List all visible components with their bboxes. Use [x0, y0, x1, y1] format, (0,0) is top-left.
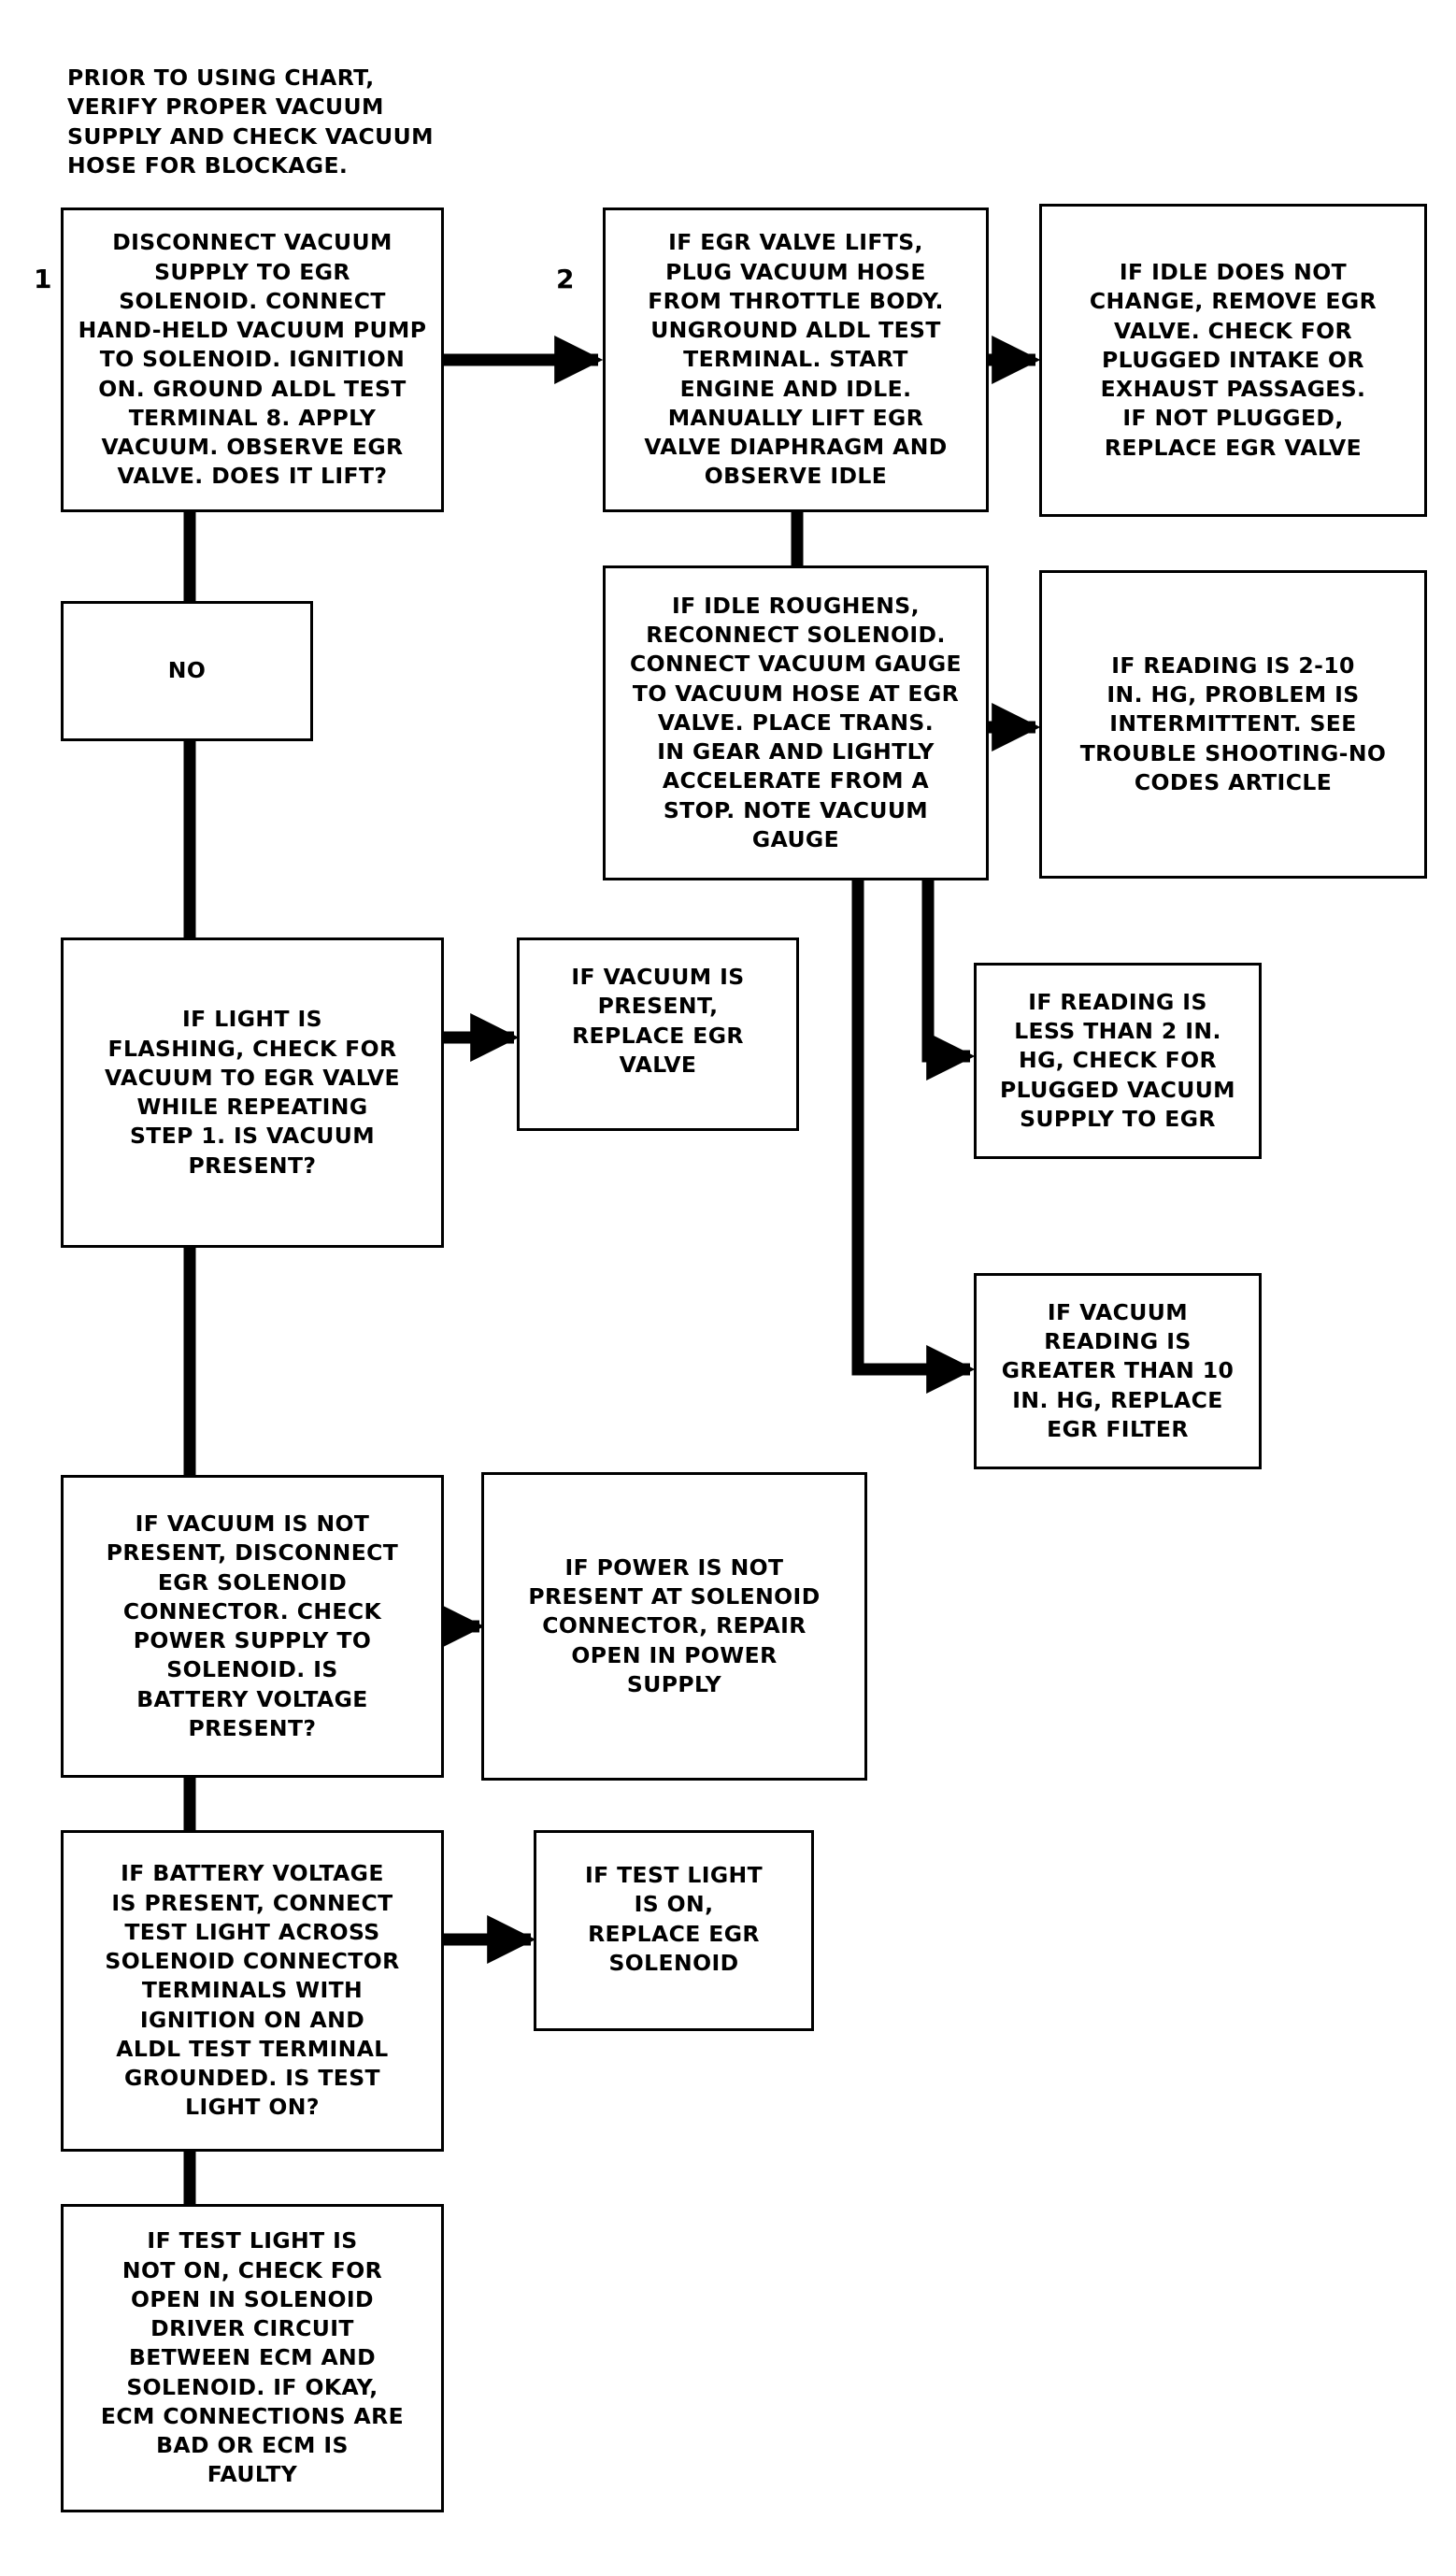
connector-roughens-to-reading-less-2 [921, 880, 976, 1080]
no-box: NO [61, 601, 313, 741]
test-light-on-box: IF TEST LIGHT IS ON, REPLACE EGR SOLENOI… [534, 1830, 814, 2031]
intro-note: PRIOR TO USING CHART, VERIFY PROPER VACU… [67, 64, 434, 179]
reading-less-2-box: IF READING IS LESS THAN 2 IN. HG, CHECK … [974, 963, 1262, 1159]
idle-no-change-text: IF IDLE DOES NOT CHANGE, REMOVE EGR VALV… [1089, 259, 1377, 461]
light-flashing-box: IF LIGHT IS FLASHING, CHECK FOR VACUUM T… [61, 937, 444, 1248]
battery-present-box: IF BATTERY VOLTAGE IS PRESENT, CONNECT T… [61, 1830, 444, 2152]
connector-roughens-to-reading-greater-10 [851, 880, 976, 1394]
reading-2-10-box: IF READING IS 2-10 IN. HG, PROBLEM IS IN… [1039, 570, 1427, 879]
vacuum-present-box: IF VACUUM IS PRESENT, REPLACE EGR VALVE [517, 937, 799, 1131]
vacuum-not-present-box: IF VACUUM IS NOT PRESENT, DISCONNECT EGR… [61, 1475, 444, 1778]
test-light-not-on-text: IF TEST LIGHT IS NOT ON, CHECK FOR OPEN … [100, 2227, 405, 2488]
reading-greater-10-text: IF VACUUM READING IS GREATER THAN 10 IN.… [1001, 1298, 1235, 1442]
idle-no-change-box: IF IDLE DOES NOT CHANGE, REMOVE EGR VALV… [1039, 204, 1427, 517]
reading-greater-10-box: IF VACUUM READING IS GREATER THAN 10 IN.… [974, 1273, 1262, 1469]
step2-text: IF EGR VALVE LIFTS, PLUG VACUUM HOSE FRO… [644, 229, 948, 490]
test-light-on-text: IF TEST LIGHT IS ON, REPLACE EGR SOLENOI… [584, 1862, 764, 1976]
power-not-present-box: IF POWER IS NOT PRESENT AT SOLENOID CONN… [481, 1472, 867, 1781]
light-flashing-text: IF LIGHT IS FLASHING, CHECK FOR VACUUM T… [105, 1006, 400, 1179]
no-text: NO [167, 657, 207, 684]
step-number-1: 1 [34, 264, 52, 294]
vacuum-not-present-text: IF VACUUM IS NOT PRESENT, DISCONNECT EGR… [106, 1510, 399, 1741]
idle-roughens-box: IF IDLE ROUGHENS, RECONNECT SOLENOID. CO… [603, 565, 989, 880]
vacuum-present-text: IF VACUUM IS PRESENT, REPLACE EGR VALVE [571, 964, 745, 1078]
battery-present-text: IF BATTERY VOLTAGE IS PRESENT, CONNECT T… [105, 1860, 400, 2121]
step1-text: DISCONNECT VACUUM SUPPLY TO EGR SOLENOID… [78, 229, 427, 490]
reading-less-2-text: IF READING IS LESS THAN 2 IN. HG, CHECK … [1000, 988, 1235, 1132]
test-light-not-on-box: IF TEST LIGHT IS NOT ON, CHECK FOR OPEN … [61, 2204, 444, 2512]
step1-box: DISCONNECT VACUUM SUPPLY TO EGR SOLENOID… [61, 208, 444, 512]
idle-roughens-text: IF IDLE ROUGHENS, RECONNECT SOLENOID. CO… [629, 592, 962, 852]
step-number-2: 2 [556, 264, 575, 294]
reading-2-10-text: IF READING IS 2-10 IN. HG, PROBLEM IS IN… [1079, 651, 1387, 795]
power-not-present-text: IF POWER IS NOT PRESENT AT SOLENOID CONN… [528, 1553, 821, 1697]
step2-box: IF EGR VALVE LIFTS, PLUG VACUUM HOSE FRO… [603, 208, 989, 512]
